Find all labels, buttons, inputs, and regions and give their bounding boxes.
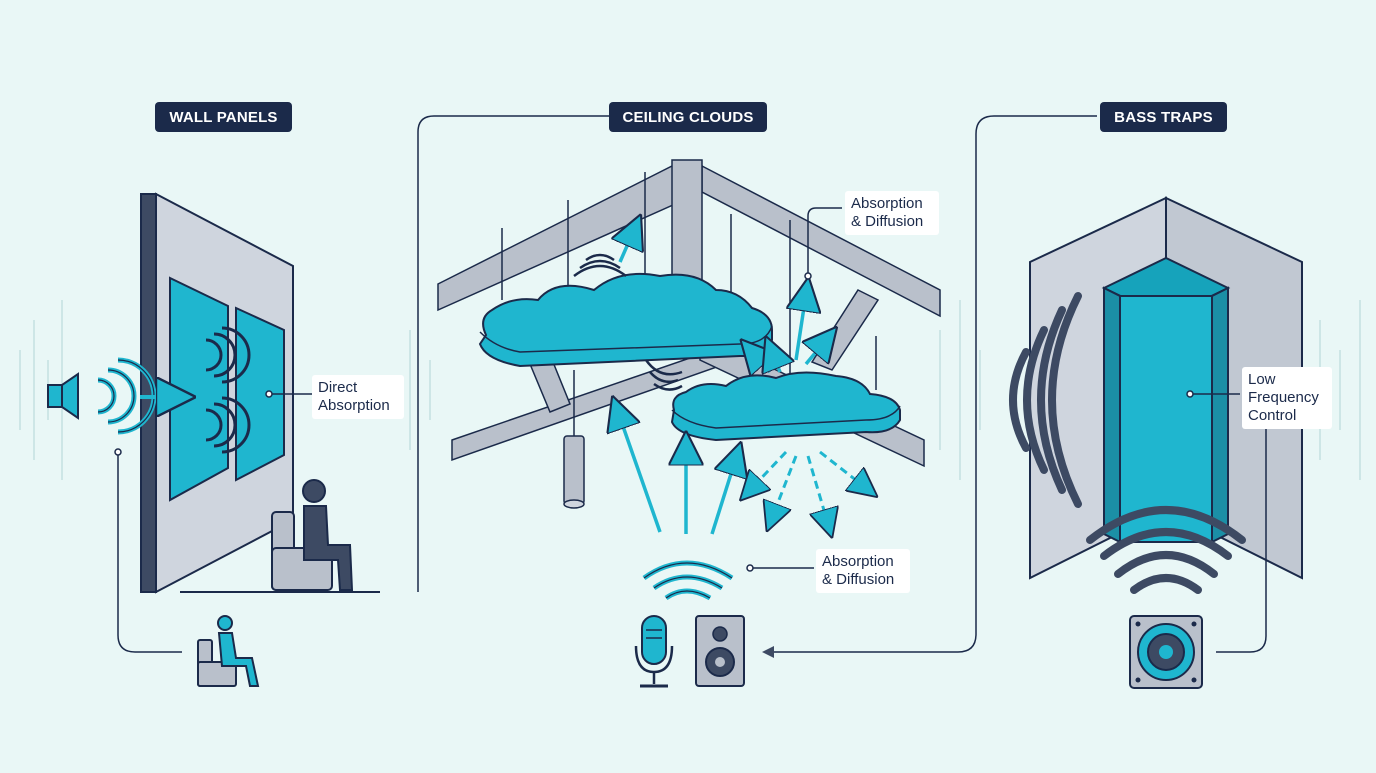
ceiling-clouds-illustration [417,115,1097,688]
listener-icon [197,615,260,687]
speaker-icon [47,372,79,420]
callout-absorption-diffusion-bottom: Absorption & Diffusion [816,549,910,593]
microphone-icon [634,615,674,688]
ceiling-cloud [670,371,901,442]
bass-traps-illustration [1009,196,1303,689]
callout-absorption-diffusion-top: Absorption & Diffusion [845,191,939,235]
callout-low-frequency-control: Low Frequency Control [1242,367,1332,429]
callout-direct-absorption: Direct Absorption [312,375,404,419]
ceiling-cloud [478,272,773,368]
section-title-bass-traps: BASS TRAPS [1100,102,1227,132]
section-title-wall-panels: WALL PANELS [155,102,292,132]
background-waveform [19,300,1361,480]
wall-panels-illustration [47,192,380,687]
monitor-speaker-icon [695,615,745,687]
bass-trap [1101,256,1231,544]
wall-panel [169,276,229,502]
pendant-light [563,435,585,509]
subwoofer-icon [1129,615,1203,689]
section-title-ceiling-clouds: CEILING CLOUDS [609,102,767,132]
seated-person [271,479,354,591]
